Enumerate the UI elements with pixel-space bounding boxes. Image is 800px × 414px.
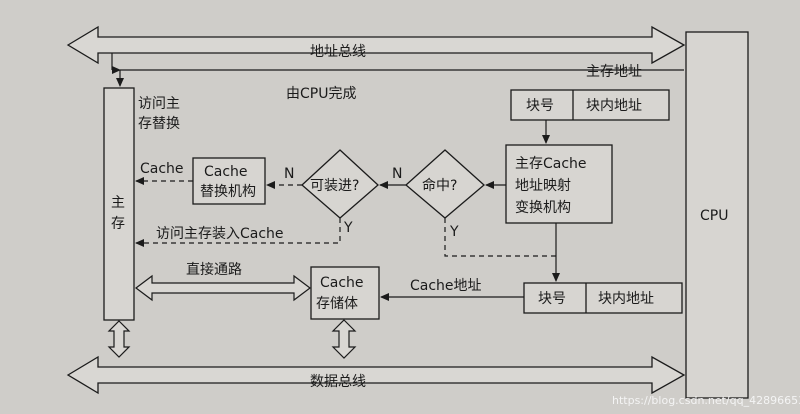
replacement-label-1: Cache	[204, 164, 248, 180]
direct-path-label: 直接通路	[186, 261, 242, 278]
hit-no-label: N	[392, 166, 402, 182]
cache-storage-block	[310, 266, 380, 320]
hit-yes-label: Y	[449, 224, 459, 240]
mapper-label-3: 变换机构	[515, 199, 571, 216]
loadable-yes-label: Y	[343, 220, 353, 236]
top-address-register	[510, 89, 670, 121]
cache-address-label: Cache地址	[410, 278, 482, 294]
bottom-block-number-label: 块号	[538, 291, 566, 307]
main-memory-address-label: 主存地址	[586, 64, 642, 80]
mapper-label-2: 地址映射	[515, 178, 571, 194]
data-bus-arrow	[66, 355, 686, 395]
bottom-block-offset-label: 块内地址	[598, 291, 654, 307]
hit-yes-path	[444, 218, 556, 257]
cpu-label: CPU	[700, 208, 728, 224]
direct-path-arrow	[135, 274, 311, 302]
main-memory-label-2: 存	[111, 216, 125, 232]
address-mapping-block	[505, 144, 613, 224]
replacement-label-2: 替换机构	[200, 183, 256, 200]
access-replace-note-2: 存替换	[138, 115, 180, 132]
cache-out-label: Cache	[140, 161, 184, 177]
cache-storage-label-2: 存储体	[316, 296, 358, 312]
loadable-decision-label: 可装进?	[310, 178, 359, 194]
address-bus-arrow	[66, 25, 686, 65]
main-memory-label-1: 主	[111, 195, 125, 211]
data-bus-label: 数据总线	[310, 374, 366, 390]
hit-decision-label: 命中?	[422, 177, 457, 194]
cpu-block	[685, 31, 749, 399]
watermark-text: https://blog.csdn.net/qq_42896653	[612, 394, 800, 407]
memory-data-connector	[107, 320, 131, 358]
top-block-offset-label: 块内地址	[586, 98, 642, 114]
main-memory-block	[103, 87, 135, 321]
cache-replacement-block	[192, 157, 266, 205]
mapper-label-1: 主存Cache	[515, 156, 587, 172]
load-cache-label: 访问主存装入Cache	[156, 226, 284, 242]
top-block-number-label: 块号	[526, 98, 554, 114]
cache-storage-label-1: Cache	[320, 275, 364, 291]
loadable-no-label: N	[284, 166, 294, 182]
cpu-done-note: 由CPU完成	[286, 86, 356, 102]
cache-data-connector	[331, 319, 357, 359]
address-bus-label: 地址总线	[310, 44, 366, 60]
access-replace-note-1: 访问主	[138, 96, 180, 112]
bottom-address-register	[523, 282, 683, 314]
